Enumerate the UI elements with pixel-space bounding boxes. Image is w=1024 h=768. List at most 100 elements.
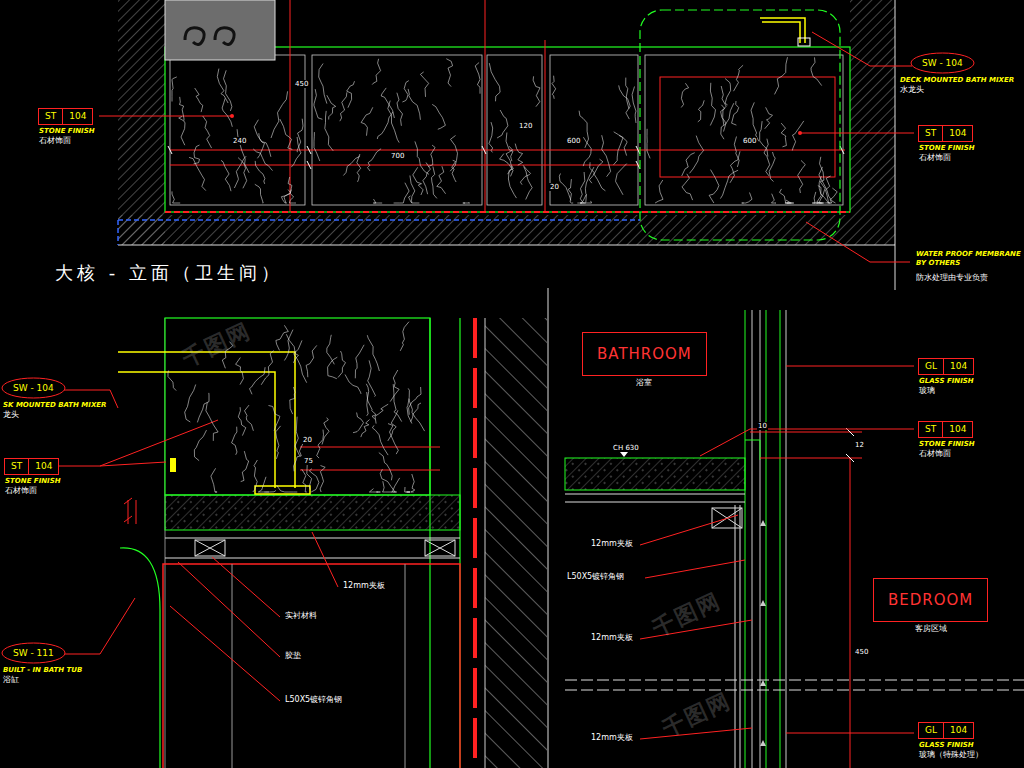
annotation: 12mm夹板 bbox=[590, 733, 634, 743]
stone-vein bbox=[295, 417, 301, 457]
stone-vein bbox=[284, 177, 292, 203]
stone-vein bbox=[812, 192, 825, 203]
line-work bbox=[99, 116, 232, 117]
caption: 石材饰面 bbox=[919, 153, 975, 163]
stone-vein bbox=[725, 79, 731, 105]
stone-vein bbox=[172, 77, 177, 102]
tag-number: 104 bbox=[63, 109, 92, 124]
stone-vein bbox=[647, 129, 650, 159]
line-work bbox=[165, 538, 460, 539]
callout-code: SW - 104 bbox=[922, 57, 963, 69]
line-work bbox=[645, 560, 745, 578]
stone-vein bbox=[290, 387, 295, 414]
line-work bbox=[300, 470, 440, 471]
line-work bbox=[425, 540, 455, 556]
stone-vein bbox=[380, 469, 395, 492]
stone-vein bbox=[369, 489, 380, 492]
stone-vein bbox=[408, 89, 420, 120]
line-work bbox=[565, 690, 1024, 691]
stone-vein bbox=[489, 122, 493, 152]
line-work bbox=[195, 540, 225, 556]
watermark: 千图网 bbox=[177, 316, 257, 374]
dimension: 600 bbox=[742, 137, 757, 145]
line-work bbox=[565, 494, 745, 495]
line-work bbox=[846, 428, 854, 462]
stone-vein bbox=[237, 129, 249, 173]
finish-tag: GL104GLASS FINISH玻璃（特殊处理） bbox=[918, 722, 974, 739]
line-work bbox=[620, 452, 628, 457]
annotation: 防水处理由专业负责 bbox=[915, 273, 989, 283]
stone-vein bbox=[203, 116, 212, 148]
stone-vein bbox=[281, 190, 290, 204]
stone-vein bbox=[327, 335, 335, 365]
stone-vein bbox=[234, 156, 246, 188]
stone-vein bbox=[258, 477, 269, 492]
line-work bbox=[312, 55, 482, 205]
stone-vein bbox=[410, 176, 415, 204]
stone-vein bbox=[475, 63, 480, 94]
line-work bbox=[487, 55, 542, 205]
line-work bbox=[58, 420, 218, 466]
finish-tag: ST104STONE FINISH石材饰面 bbox=[38, 108, 93, 125]
callout-code: SW - 104 bbox=[13, 382, 54, 394]
stone-vein bbox=[280, 119, 293, 149]
caption: 石材饰面 bbox=[39, 136, 95, 146]
line-work bbox=[232, 564, 233, 768]
line-work bbox=[760, 458, 862, 459]
stone-vein bbox=[698, 100, 704, 122]
stone-vein bbox=[238, 158, 247, 189]
stone-vein bbox=[463, 202, 470, 203]
line-work bbox=[170, 150, 845, 151]
stone-vein bbox=[742, 193, 752, 204]
tag-code: ST bbox=[919, 422, 943, 437]
dimension: CH 630 bbox=[612, 444, 640, 452]
line-work bbox=[185, 28, 234, 45]
stone-vein bbox=[732, 101, 739, 125]
line-work bbox=[300, 447, 440, 448]
stone-vein bbox=[397, 93, 403, 126]
caption-group: 浴室 bbox=[636, 378, 652, 388]
finish-tag: GL104GLASS FINISH玻璃 bbox=[918, 358, 974, 375]
caption-group: GLASS FINISH玻璃（特殊处理） bbox=[919, 740, 983, 760]
line-work bbox=[60, 598, 135, 654]
line-work bbox=[485, 0, 486, 212]
line-work bbox=[165, 495, 460, 530]
stone-vein bbox=[730, 151, 740, 183]
stone-vein bbox=[179, 116, 185, 145]
room-name: BEDROOM bbox=[888, 591, 973, 609]
stone-vein bbox=[284, 330, 293, 361]
caption: 玻璃（特殊处理） bbox=[919, 750, 983, 760]
dimension: 20 bbox=[549, 183, 560, 191]
stone-vein bbox=[325, 111, 333, 151]
stone-vein bbox=[450, 136, 457, 172]
line-work bbox=[178, 562, 280, 657]
stone-vein bbox=[194, 430, 206, 461]
room-name: BATHROOM bbox=[597, 345, 692, 363]
line-work bbox=[165, 211, 850, 213]
stone-vein bbox=[172, 191, 180, 203]
stone-vein bbox=[255, 161, 265, 184]
stone-vein bbox=[626, 78, 629, 109]
stone-vein bbox=[276, 325, 288, 350]
stone-vein bbox=[319, 64, 327, 104]
line-work bbox=[312, 532, 338, 587]
caption: 水龙头 bbox=[900, 85, 1014, 95]
line-work bbox=[850, 458, 851, 768]
tag-code: ST bbox=[919, 126, 943, 141]
line-work bbox=[195, 540, 225, 556]
stone-vein bbox=[437, 166, 446, 194]
line-work bbox=[170, 55, 305, 205]
stone-vein bbox=[411, 474, 415, 492]
line-work bbox=[786, 733, 914, 734]
stone-vein bbox=[373, 199, 382, 203]
caption: 玻璃 bbox=[919, 386, 974, 396]
stone-vein bbox=[423, 163, 431, 195]
stone-vein bbox=[217, 69, 228, 103]
finish-tag: ST104STONE FINISH石材饰面 bbox=[918, 421, 973, 438]
stone-vein bbox=[400, 322, 409, 351]
stone-vein bbox=[769, 152, 775, 182]
stone-vein bbox=[682, 153, 695, 176]
line-work bbox=[100, 462, 166, 466]
caption: STONE FINISH bbox=[5, 476, 61, 486]
